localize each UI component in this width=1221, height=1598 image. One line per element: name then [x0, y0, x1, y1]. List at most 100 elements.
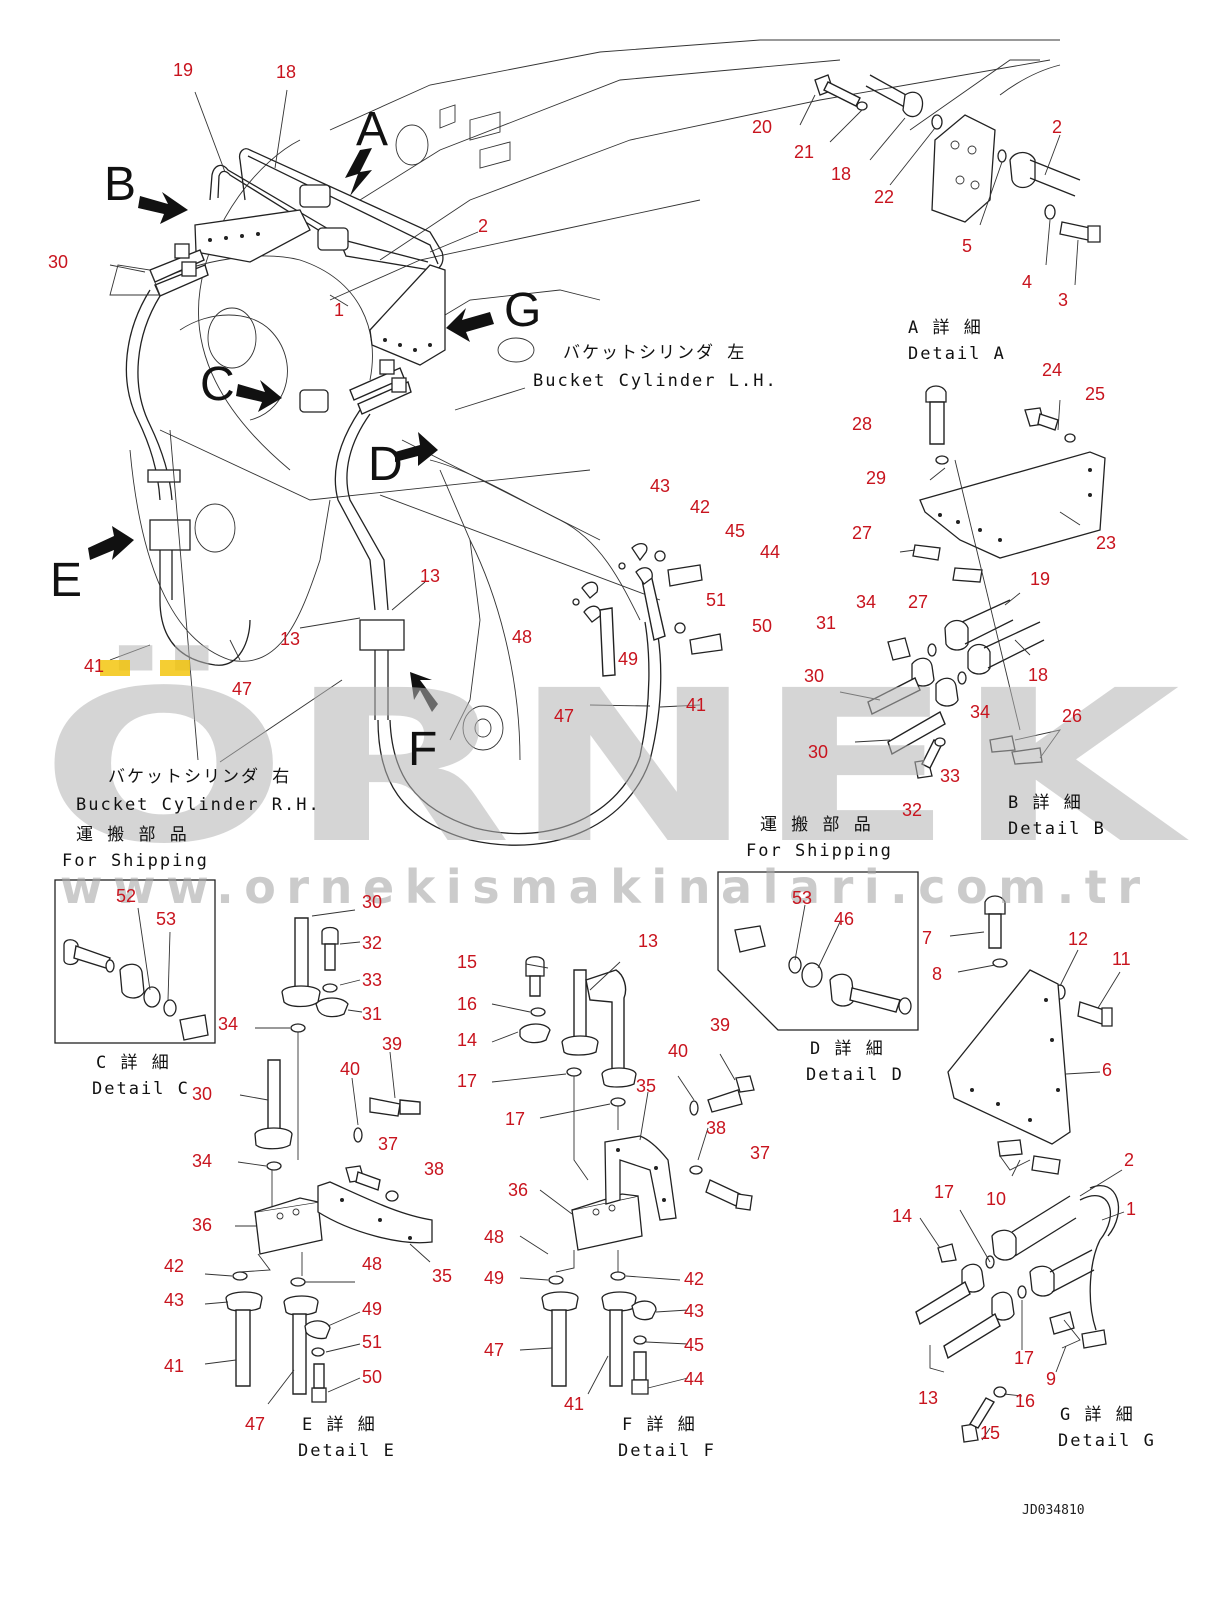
part-number: 30	[804, 666, 824, 686]
hoses-left	[125, 289, 251, 666]
part-number: 26	[1062, 706, 1082, 726]
caption-detail-a-en: Detail A	[908, 344, 1006, 364]
part-number: 16	[457, 994, 477, 1014]
part-number: 24	[1042, 360, 1062, 380]
part-number: 33	[940, 766, 960, 786]
part-number: 43	[164, 1290, 184, 1310]
caption-detail-c-jp: C 詳 細	[96, 1053, 171, 1073]
part-number: 48	[512, 627, 532, 647]
part-number: 2	[1124, 1150, 1134, 1170]
view-letter-f: F	[408, 723, 437, 776]
part-number: 48	[484, 1227, 504, 1247]
part-number: 30	[808, 742, 828, 762]
detail-d-box	[717, 871, 919, 1031]
part-number: 49	[484, 1268, 504, 1288]
view-letter-labels: A B C D E F G	[50, 103, 541, 776]
part-number: 43	[684, 1301, 704, 1321]
part-number: 35	[432, 1266, 452, 1286]
view-letter-c: C	[200, 358, 235, 411]
bracket-g	[369, 264, 446, 366]
caption-shipping-c-jp: 運 搬 部 品	[76, 825, 189, 845]
part-number: 22	[874, 187, 894, 207]
caption-bucket-lh-jp: バケットシリンダ 左	[563, 343, 746, 363]
arrow-c-icon	[236, 380, 282, 412]
part-number: 39	[382, 1034, 402, 1054]
view-letter-e: E	[50, 554, 82, 607]
detail-b-drawing	[839, 385, 1106, 779]
part-number: 47	[245, 1414, 265, 1434]
detail-g-drawing	[915, 895, 1125, 1443]
caption-detail-g-en: Detail G	[1058, 1431, 1156, 1451]
caption-detail-f-en: Detail F	[618, 1441, 716, 1461]
part-number: 2	[478, 216, 488, 236]
part-number: 38	[706, 1118, 726, 1138]
view-letter-g: G	[504, 284, 541, 337]
caption-shipping-c-en: For Shipping	[62, 851, 209, 871]
part-number: 34	[192, 1151, 212, 1171]
part-number: 13	[420, 566, 440, 586]
arrow-f-icon	[410, 672, 438, 712]
part-number: 32	[362, 933, 382, 953]
part-number: 33	[362, 970, 382, 990]
part-number: 42	[164, 1256, 184, 1276]
part-number: 21	[794, 142, 814, 162]
part-number: 1	[1126, 1199, 1136, 1219]
watermark-brand: ÖRNEK	[40, 644, 1190, 890]
part-number: 17	[457, 1071, 477, 1091]
part-number: 40	[668, 1041, 688, 1061]
part-number: 23	[1096, 533, 1116, 553]
part-number: 1	[334, 300, 344, 320]
part-number: 7	[922, 928, 932, 948]
part-number: 20	[752, 117, 772, 137]
part-number: 38	[424, 1159, 444, 1179]
part-number: 53	[156, 909, 176, 929]
part-number: 15	[457, 952, 477, 972]
caption-detail-a-jp: A 詳 細	[908, 318, 983, 338]
part-number: 45	[725, 521, 745, 541]
part-number: 27	[908, 592, 928, 612]
part-number: 6	[1102, 1060, 1112, 1080]
part-number: 45	[684, 1335, 704, 1355]
part-number: 51	[706, 590, 726, 610]
captions: バケットシリンダ 左 Bucket Cylinder L.H. バケットシリンダ…	[62, 318, 1156, 1518]
caption-detail-e-en: Detail E	[298, 1441, 396, 1461]
part-number: 2	[1052, 117, 1062, 137]
part-number: 36	[192, 1215, 212, 1235]
part-number: 29	[866, 468, 886, 488]
caption-detail-d-en: Detail D	[806, 1065, 904, 1085]
part-number: 41	[164, 1356, 184, 1376]
part-number: 44	[760, 542, 780, 562]
part-number: 17	[505, 1109, 525, 1129]
bracket-b	[194, 209, 311, 263]
part-number: 52	[116, 886, 136, 906]
part-number: 18	[831, 164, 851, 184]
part-number: 17	[934, 1182, 954, 1202]
part-number: 14	[892, 1206, 912, 1226]
watermark-umlaut-left	[100, 660, 130, 676]
caption-detail-c-en: Detail C	[92, 1079, 190, 1099]
part-number: 15	[980, 1423, 1000, 1443]
watermark-umlaut-right	[160, 660, 190, 676]
part-number: 41	[84, 656, 104, 676]
part-number: 50	[752, 616, 772, 636]
part-number: 39	[710, 1015, 730, 1035]
part-number: 25	[1085, 384, 1105, 404]
caption-shipping-d-en: For Shipping	[746, 841, 893, 861]
caption-detail-b-jp: B 詳 細	[1008, 793, 1083, 813]
part-number: 8	[932, 964, 942, 984]
part-number: 13	[918, 1388, 938, 1408]
part-number: 53	[792, 888, 812, 908]
part-number: 12	[1068, 929, 1088, 949]
part-number: 28	[852, 414, 872, 434]
part-number: 50	[362, 1367, 382, 1387]
part-number: 31	[362, 1004, 382, 1024]
part-number: 30	[48, 252, 68, 272]
part-number: 34	[218, 1014, 238, 1034]
detail-e-drawing	[204, 909, 433, 1405]
arrow-e-icon	[88, 526, 134, 560]
boom-outline	[129, 39, 1061, 761]
part-number: 4	[1022, 272, 1032, 292]
part-number: 41	[564, 1394, 584, 1414]
part-number: 34	[856, 592, 876, 612]
